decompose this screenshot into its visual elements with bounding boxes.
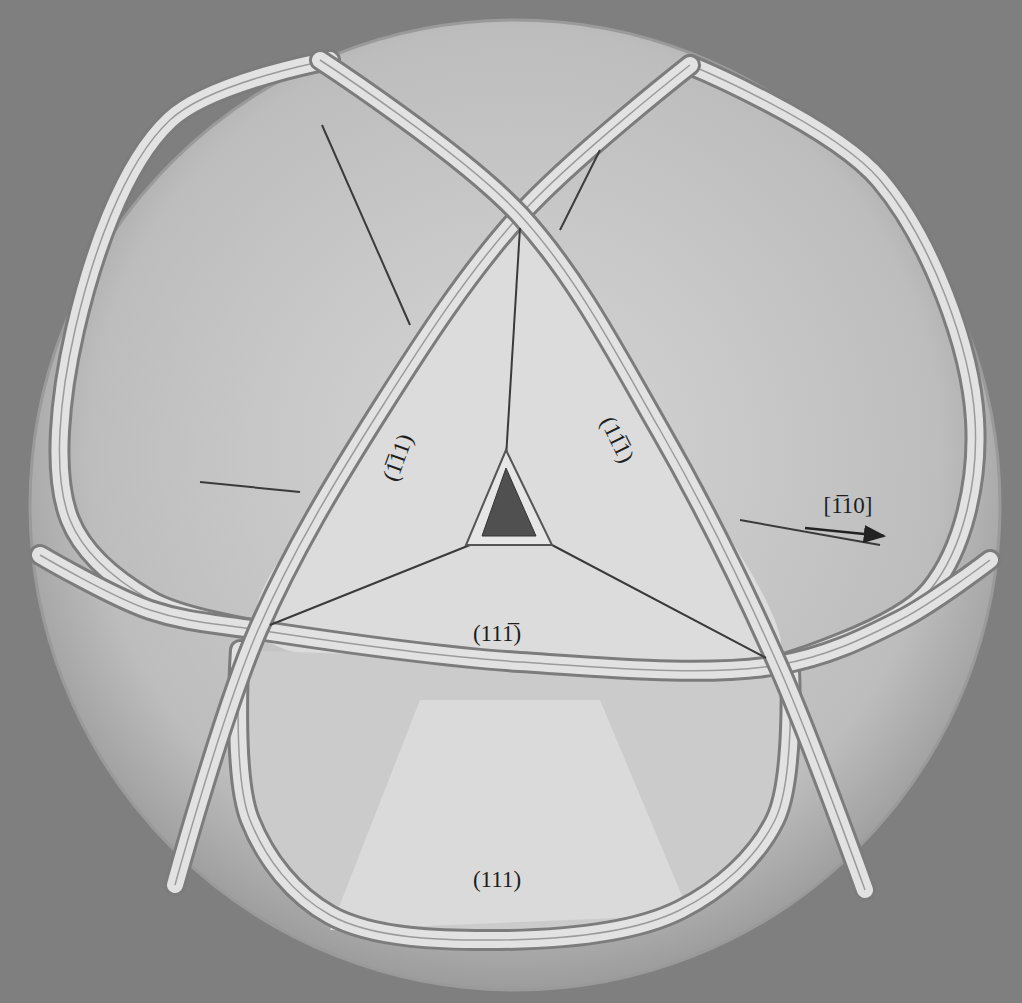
direction-label: [1̅10] (824, 492, 873, 520)
direction-arrow (805, 528, 884, 536)
band-edge (40, 555, 990, 671)
band-edge (175, 65, 690, 885)
edge-line (552, 545, 766, 658)
edge-line (560, 150, 600, 230)
band-fill (320, 60, 865, 890)
plane-band (40, 555, 990, 671)
band-line (238, 650, 790, 940)
plane-band (320, 60, 865, 890)
lower-wedge (330, 700, 690, 930)
band-line (320, 60, 865, 890)
band-edge (320, 60, 865, 890)
great-circle-bands (40, 60, 990, 940)
sphere (30, 20, 1000, 990)
center-frame (466, 450, 552, 545)
inner-lines (200, 125, 884, 658)
plane-label: (111) (473, 866, 521, 894)
band-line (40, 555, 990, 671)
center-triangle (482, 468, 536, 536)
plane-label: (111̅) (473, 620, 521, 648)
central-face (255, 215, 781, 682)
edge-line (506, 228, 520, 458)
band-fill (40, 555, 990, 671)
lower-face (238, 650, 790, 940)
plane-band (175, 65, 690, 885)
plane-band (238, 650, 790, 940)
edge-line (270, 545, 470, 625)
band-line (175, 65, 690, 885)
band-fill (238, 650, 790, 940)
band-fill (175, 65, 690, 885)
edge-line (200, 482, 300, 492)
edge-line (322, 125, 410, 325)
band-edge (238, 650, 790, 940)
